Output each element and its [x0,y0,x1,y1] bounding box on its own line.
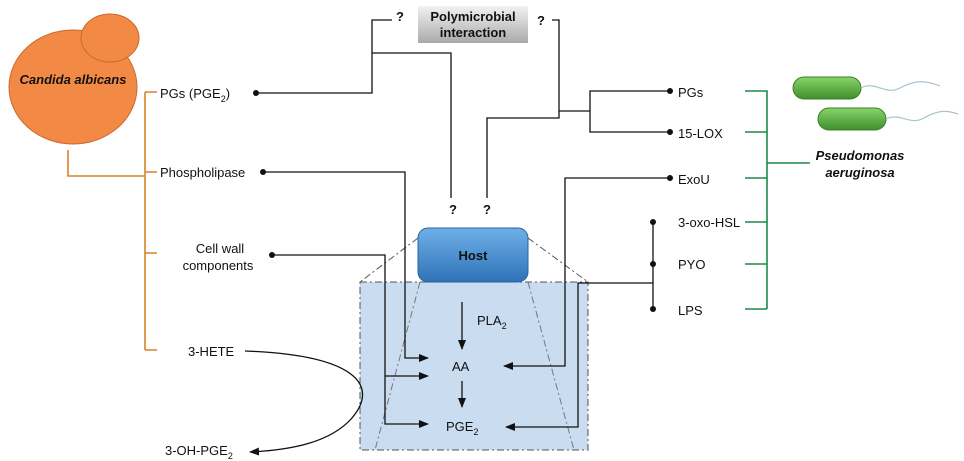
question-mark-top-left: ? [396,9,404,24]
arrow-exou-to-aa [503,177,670,370]
candida-factor-cell-wall-line2: components [183,258,254,273]
arrow-3-hete-to-3-oh-pge2 [244,350,364,456]
candida-factor-cell-wall-line1: Cell wall [196,241,245,256]
host-label: Host [459,248,489,263]
pseudomonas-label-line1: Pseudomonas [816,148,905,163]
pseudomonas-factor-pgs: PGs [678,85,704,100]
candida-factor-pgs: PGs (PGE2) [160,86,230,104]
zoom-line-left-inner [374,281,421,451]
pseudomonas-factor-lps: LPS [678,303,703,318]
pseudomonas-label-line2: aeruginosa [825,165,894,180]
host-box [417,227,529,283]
pseudomonas-bacterium-1 [792,76,862,100]
zoom-line-left-top [359,237,419,283]
question-mark-host-right: ? [483,202,491,217]
arrow-cell-wall-to-pge2 [272,254,429,428]
question-mark-host-left: ? [449,202,457,217]
arrow-phospholipase-to-aa [263,171,429,362]
pseudomonas-factor-15-lox: 15-LOX [678,126,723,141]
connector-pseudomonas-pgs-interaction [486,19,670,198]
pathway-pge2: PGE2 [446,419,478,437]
candida-albicans-label: Candida albicans [20,72,127,87]
candida-albicans-bud [80,13,140,63]
zoom-line-right-top [527,237,589,283]
polymicrobial-label-line2: interaction [440,25,507,40]
candida-factor-3-hete: 3-HETE [188,344,235,359]
zoom-line-right-inner [527,281,575,451]
pseudomonas-factor-3-oxo-hsl: 3-oxo-HSL [678,215,740,230]
candida-product-3-oh-pge2: 3-OH-PGE2 [165,443,233,461]
pseudomonas-factors-bracket [745,90,810,310]
question-mark-top-right: ? [537,13,545,28]
pathway-pla2: PLA2 [477,313,507,331]
candida-factor-phospholipase: Phospholipase [160,165,245,180]
polymicrobial-interaction-box [418,6,528,43]
pseudomonas-factor-pyo: PYO [678,257,705,272]
polymicrobial-label-line1: Polymicrobial [430,9,515,24]
arrow-pseudomonas-to-pge2 [506,222,654,427]
pseudomonas-bacterium-2 [817,107,887,131]
candida-factors-bracket [67,91,157,351]
connector-candida-pgs-interaction [256,19,452,198]
pseudomonas-factor-exou: ExoU [678,172,710,187]
pseudomonas-flagellum-2 [885,110,959,122]
pseudomonas-flagellum-1 [860,81,941,91]
pathway-aa: AA [452,359,470,374]
